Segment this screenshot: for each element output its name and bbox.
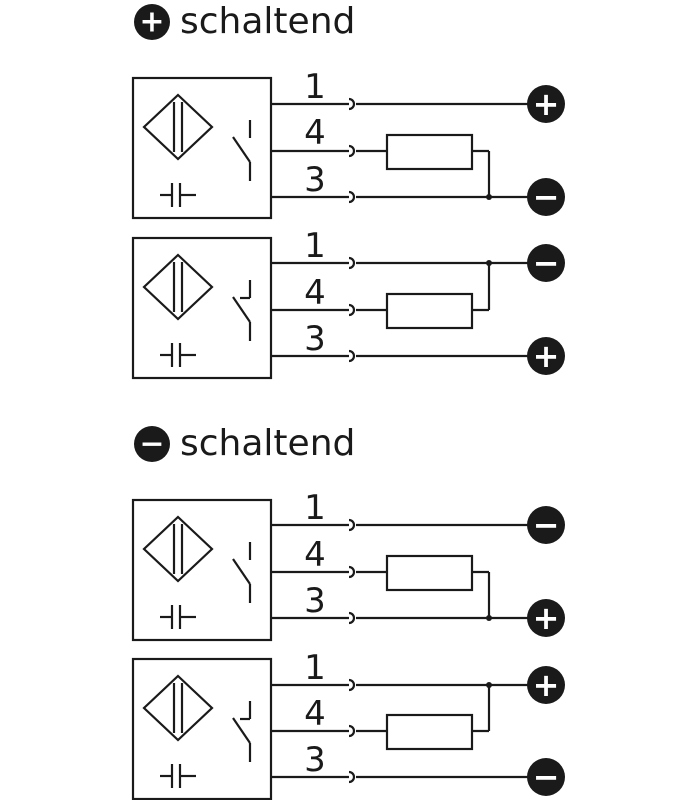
capacitor-icon — [160, 183, 196, 207]
circuit-2-1: 1 4 3 − + — [131, 488, 565, 642]
load-resistor — [385, 713, 474, 751]
section-1-header: + schaltend — [134, 1, 355, 42]
section-1-polarity: + — [139, 5, 164, 40]
sensor-box — [131, 657, 273, 801]
connector-icon — [348, 770, 356, 784]
plus-circle-icon — [134, 4, 170, 40]
pin-number: 3 — [304, 740, 326, 780]
terminal-symbol: − — [533, 506, 560, 544]
connector-icon — [348, 611, 356, 625]
section-2-polarity: − — [139, 427, 164, 462]
section-1-title: schaltend — [180, 1, 355, 42]
pin-number: 1 — [304, 488, 326, 528]
pin-number: 1 — [304, 226, 326, 266]
terminal-symbol: + — [533, 85, 560, 123]
capacitor-icon — [160, 764, 196, 788]
load-resistor — [385, 292, 474, 330]
pin-number: 1 — [304, 67, 326, 107]
capacitor-icon — [160, 343, 196, 367]
connector-icon — [348, 256, 356, 270]
connector-icon — [348, 724, 356, 738]
no-contact-icon — [232, 542, 252, 603]
terminal-icon — [527, 599, 565, 637]
pin-number: 3 — [304, 319, 326, 359]
terminal-icon — [527, 178, 565, 216]
proximity-sensor-icon — [142, 515, 214, 583]
terminal-symbol: + — [533, 666, 560, 704]
proximity-sensor-icon — [142, 253, 214, 321]
connector-icon — [348, 678, 356, 692]
sensor-box — [131, 76, 273, 220]
connector-icon — [348, 349, 356, 363]
nc-contact-icon — [232, 701, 252, 762]
terminal-icon — [527, 506, 565, 544]
terminal-icon — [527, 666, 565, 704]
nc-contact-icon — [232, 280, 252, 341]
connector-icon — [348, 565, 356, 579]
terminal-icon — [527, 337, 565, 375]
pin-number: 3 — [304, 160, 326, 200]
terminal-symbol: + — [533, 337, 560, 375]
terminal-symbol: − — [533, 244, 560, 282]
load-resistor — [385, 554, 474, 592]
terminal-symbol: − — [533, 178, 560, 216]
section-2-header: − schaltend — [134, 423, 355, 464]
connector-icon — [348, 97, 356, 111]
terminal-icon — [527, 758, 565, 796]
sensor-box — [131, 236, 273, 380]
proximity-sensor-icon — [142, 674, 214, 742]
pin-number: 4 — [304, 694, 326, 734]
pin-number: 4 — [304, 273, 326, 313]
connector-icon — [348, 303, 356, 317]
capacitor-icon — [160, 605, 196, 629]
terminal-symbol: − — [533, 758, 560, 796]
no-contact-icon — [232, 120, 252, 181]
circuit-1-1: 1 4 3 + − — [131, 67, 565, 220]
circuit-1-2: 1 4 3 − + — [131, 226, 565, 380]
pin-number: 4 — [304, 113, 326, 153]
circuit-2-2: 1 4 3 + − — [131, 648, 565, 801]
sensor-box — [131, 498, 273, 642]
load-resistor — [385, 133, 474, 171]
pin-number: 3 — [304, 581, 326, 621]
minus-circle-icon — [134, 426, 170, 462]
pin-number: 4 — [304, 535, 326, 575]
terminal-icon — [527, 244, 565, 282]
connector-icon — [348, 190, 356, 204]
connector-icon — [348, 144, 356, 158]
terminal-symbol: + — [533, 599, 560, 637]
pin-number: 1 — [304, 648, 326, 688]
section-2-title: schaltend — [180, 423, 355, 464]
connector-icon — [348, 518, 356, 532]
proximity-sensor-icon — [142, 93, 214, 161]
terminal-icon — [527, 85, 565, 123]
